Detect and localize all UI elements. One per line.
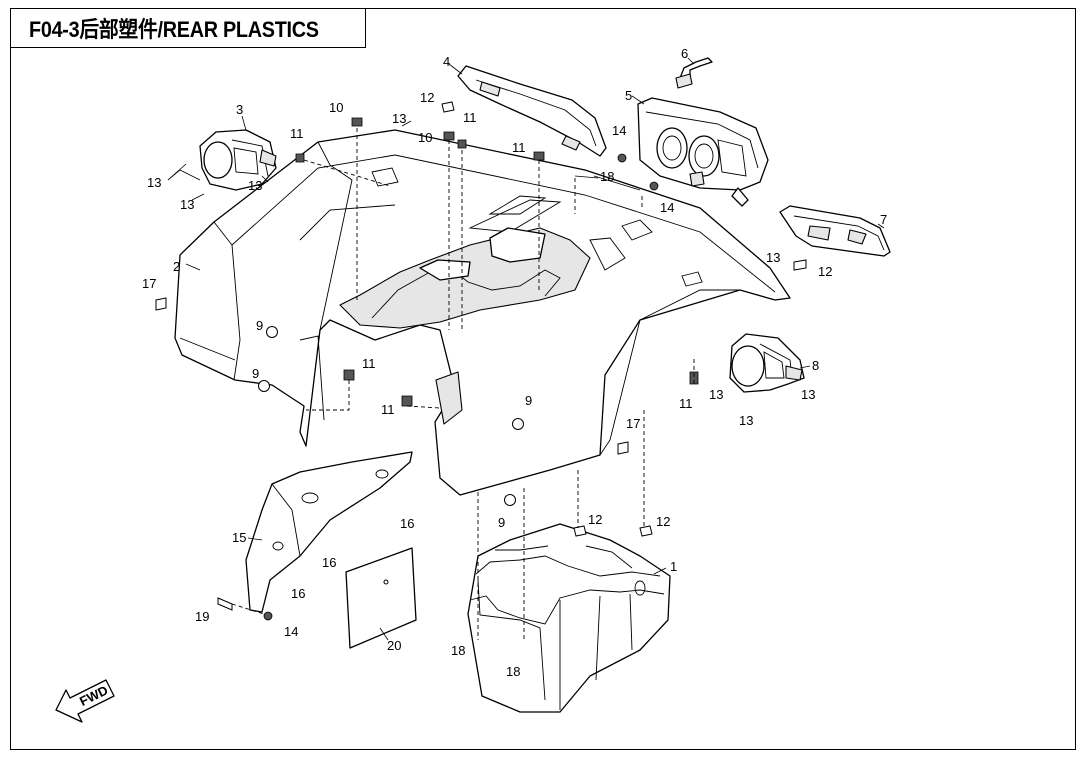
callout-18b: 18	[451, 643, 465, 658]
callout-16b: 16	[322, 555, 336, 570]
callout-16c: 16	[291, 586, 305, 601]
callout-numbers: 1 2 3 4 5 6 7 8 9 9 9 9 10 10 11 11 11 1…	[142, 46, 887, 679]
right-side-panel-part	[779, 205, 891, 257]
callout-13g: 13	[739, 413, 753, 428]
callout-20: 20	[387, 638, 401, 653]
callout-11c: 11	[512, 140, 526, 155]
callout-13d: 13	[248, 178, 262, 193]
callout-17b: 17	[626, 416, 640, 431]
callout-6: 6	[681, 46, 688, 61]
callout-15: 15	[232, 530, 246, 545]
fasteners	[155, 101, 807, 621]
callout-13b: 13	[147, 175, 161, 190]
callout-9c: 9	[525, 393, 532, 408]
callout-8: 8	[812, 358, 819, 373]
callout-11b: 11	[463, 110, 477, 125]
label-sticker-part	[345, 547, 417, 649]
callout-13f: 13	[709, 387, 723, 402]
callout-13e: 13	[766, 250, 780, 265]
callout-13a: 13	[392, 111, 406, 126]
diagram-title: F04-3后部塑件/REAR PLASTICS	[29, 17, 319, 42]
callout-12d: 12	[656, 514, 670, 529]
title-box: F04-3后部塑件/REAR PLASTICS	[10, 8, 366, 48]
callout-9a: 9	[256, 318, 263, 333]
callout-9d: 9	[498, 515, 505, 530]
bracket-clip-part	[675, 57, 713, 89]
callout-11e: 11	[381, 402, 395, 417]
callout-18c: 18	[506, 664, 520, 679]
callout-4: 4	[443, 54, 450, 69]
rear-fender-part	[174, 129, 791, 496]
callout-13h: 13	[801, 387, 815, 402]
callout-14b: 14	[660, 200, 674, 215]
callout-13c: 13	[180, 197, 194, 212]
callout-1: 1	[670, 559, 677, 574]
callout-2: 2	[173, 259, 180, 274]
forward-direction-arrow: FWD	[55, 679, 115, 723]
callout-5: 5	[625, 88, 632, 103]
tail-light-part	[637, 97, 769, 207]
callout-10b: 10	[418, 130, 432, 145]
callout-3: 3	[236, 102, 243, 117]
callout-7: 7	[880, 212, 887, 227]
callout-11d: 11	[362, 356, 376, 371]
leader-lines	[167, 57, 885, 641]
callout-12b: 12	[818, 264, 832, 279]
callout-16a: 16	[400, 516, 414, 531]
storage-box-part	[467, 523, 671, 713]
rear-grab-panel-part	[457, 65, 607, 157]
callout-12a: 12	[420, 90, 434, 105]
callout-14a: 14	[612, 123, 626, 138]
callout-9b: 9	[252, 366, 259, 381]
diagram-frame	[10, 8, 1076, 750]
callout-12c: 12	[588, 512, 602, 527]
callout-19: 19	[195, 609, 209, 624]
right-light-part	[729, 333, 805, 393]
mud-flap-part	[245, 451, 413, 613]
callout-18a: 18	[600, 169, 614, 184]
left-light-part	[199, 129, 277, 191]
callout-10a: 10	[329, 100, 343, 115]
assembly-lines	[231, 128, 695, 640]
callout-11a: 11	[290, 126, 304, 141]
callout-17a: 17	[142, 276, 156, 291]
callout-11f: 11	[679, 396, 693, 411]
callout-14c: 14	[284, 624, 298, 639]
